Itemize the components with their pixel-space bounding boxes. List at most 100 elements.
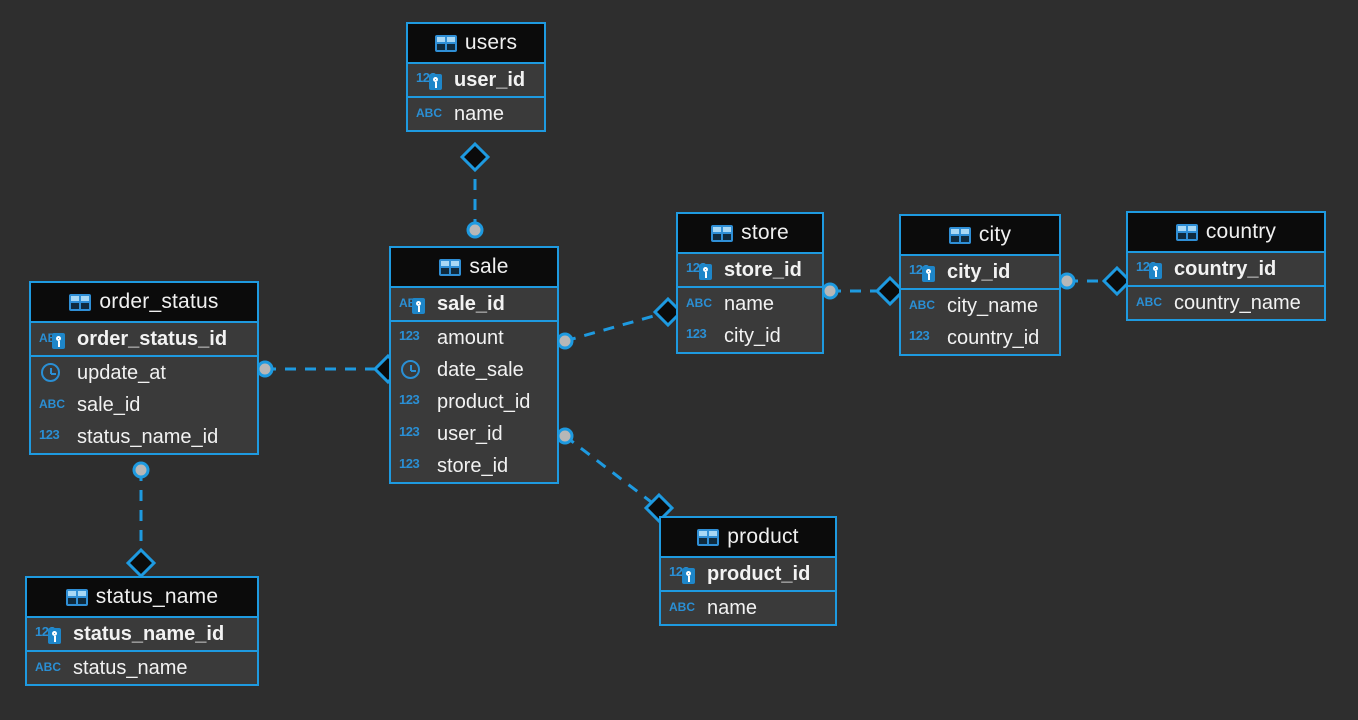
number-type-icon: 123 xyxy=(669,563,699,585)
column-update_at[interactable]: update_at xyxy=(31,357,257,389)
entity-title: status_name xyxy=(95,585,219,608)
relationship-sale-to-store[interactable] xyxy=(556,296,684,350)
text-type-icon: ABC xyxy=(399,293,429,315)
relationship-city-to-country[interactable] xyxy=(1058,265,1133,297)
entity-header-order_status[interactable]: order_status xyxy=(31,283,257,323)
pk-column-country_id[interactable]: 123 country_id xyxy=(1128,253,1324,285)
entity-header-country[interactable]: country xyxy=(1128,213,1324,253)
entity-header-users[interactable]: users xyxy=(408,24,544,64)
entity-header-status_name[interactable]: status_name xyxy=(27,578,257,618)
datetime-type-icon xyxy=(39,362,69,384)
column-label: country_id xyxy=(1174,257,1277,280)
column-label: sale_id xyxy=(437,292,505,315)
pk-column-product_id[interactable]: 123 product_id xyxy=(661,558,835,590)
primary-key-icon xyxy=(52,333,65,349)
text-type-icon: ABC xyxy=(35,660,61,674)
relationship-order_status-to-status_name[interactable] xyxy=(125,461,157,579)
number-type-icon: 123 xyxy=(686,325,716,347)
columns-section: ABC name xyxy=(408,98,544,130)
relationship-circle-endpoint xyxy=(556,427,574,445)
table-icon xyxy=(697,528,720,546)
number-type-icon: 123 xyxy=(686,326,707,341)
number-type-icon: 123 xyxy=(416,69,446,91)
primary-key-section: 123 product_id xyxy=(661,558,835,592)
relationship-store-to-city[interactable] xyxy=(821,275,906,307)
entity-header-store[interactable]: store xyxy=(678,214,822,254)
column-label: name xyxy=(724,292,775,315)
pk-column-order_status_id[interactable]: ABCorder_status_id xyxy=(31,323,257,355)
column-label: update_at xyxy=(77,361,166,384)
number-type-icon: 123 xyxy=(1136,258,1166,280)
column-date_sale[interactable]: date_sale xyxy=(391,354,557,386)
column-label: name xyxy=(454,102,505,125)
relationship-sale-to-product[interactable] xyxy=(556,427,675,524)
entity-table-order_status[interactable]: order_statusABCorder_status_id update_atA… xyxy=(29,281,259,455)
text-type-icon: ABC xyxy=(416,106,442,120)
relationship-line xyxy=(564,310,669,343)
entity-title: users xyxy=(464,31,518,54)
column-label: country_id xyxy=(947,326,1040,349)
column-name[interactable]: ABC name xyxy=(408,98,544,130)
text-type-icon: ABC xyxy=(669,597,699,619)
number-type-icon: 123 xyxy=(399,423,429,445)
entity-header-product[interactable]: product xyxy=(661,518,835,558)
column-label: city_id xyxy=(947,260,1011,283)
pk-column-sale_id[interactable]: ABC sale_id xyxy=(391,288,557,320)
column-label: amount xyxy=(437,326,504,349)
text-type-icon: ABC xyxy=(1136,295,1162,309)
table-icon xyxy=(948,226,971,244)
entity-title: order_status xyxy=(99,290,219,313)
column-label: product_id xyxy=(707,562,811,585)
relationship-sale-to-users[interactable] xyxy=(459,141,491,239)
entity-table-sale[interactable]: saleABCsale_id123amountdate_sale123produ… xyxy=(389,246,559,484)
datetime-type-icon xyxy=(399,359,429,381)
relationship-circle-endpoint xyxy=(466,221,484,239)
primary-key-icon xyxy=(1149,263,1162,279)
text-type-icon: ABC xyxy=(416,103,446,125)
column-label: store_id xyxy=(437,454,509,477)
primary-key-section: 123 country_id xyxy=(1128,253,1324,287)
text-type-icon: ABC xyxy=(39,394,69,416)
table-icon xyxy=(439,258,462,276)
number-type-icon: 123 xyxy=(399,391,429,413)
column-label: status_name_id xyxy=(73,622,225,645)
relationship-circle-endpoint xyxy=(256,360,274,378)
column-label: store_id xyxy=(724,258,802,281)
relationship-order_status-to-sale[interactable] xyxy=(256,353,404,385)
table-icon xyxy=(711,224,734,242)
relationship-diamond-endpoint xyxy=(459,141,491,173)
entity-header-sale[interactable]: sale xyxy=(391,248,557,288)
entity-header-city[interactable]: city xyxy=(901,216,1059,256)
primary-key-icon xyxy=(699,264,712,280)
